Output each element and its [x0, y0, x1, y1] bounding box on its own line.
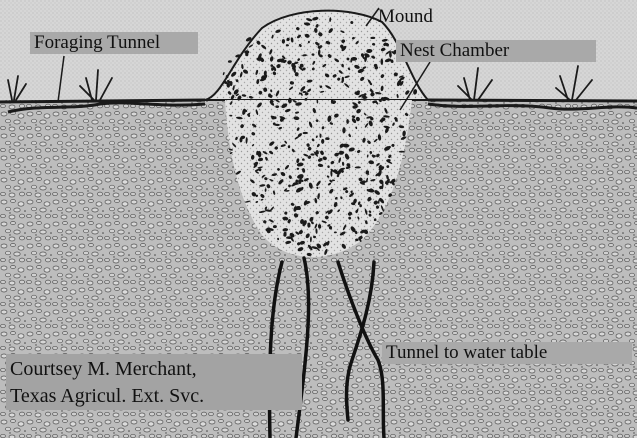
nest-chamber-label: Nest Chamber	[396, 40, 596, 62]
foraging-tunnel-label: Foraging Tunnel	[30, 32, 198, 54]
tunnel-to-water-label: Tunnel to water table	[382, 342, 632, 364]
credit-box: Courtsey M. Merchant, Texas Agricul. Ext…	[6, 354, 302, 410]
nest-particle	[288, 145, 290, 148]
credit-line-2: Texas Agricul. Ext. Svc.	[10, 383, 302, 410]
nest-particle	[320, 134, 322, 138]
mound-label: Mound	[374, 6, 439, 28]
credit-line-1: Courtsey M. Merchant,	[10, 356, 302, 383]
